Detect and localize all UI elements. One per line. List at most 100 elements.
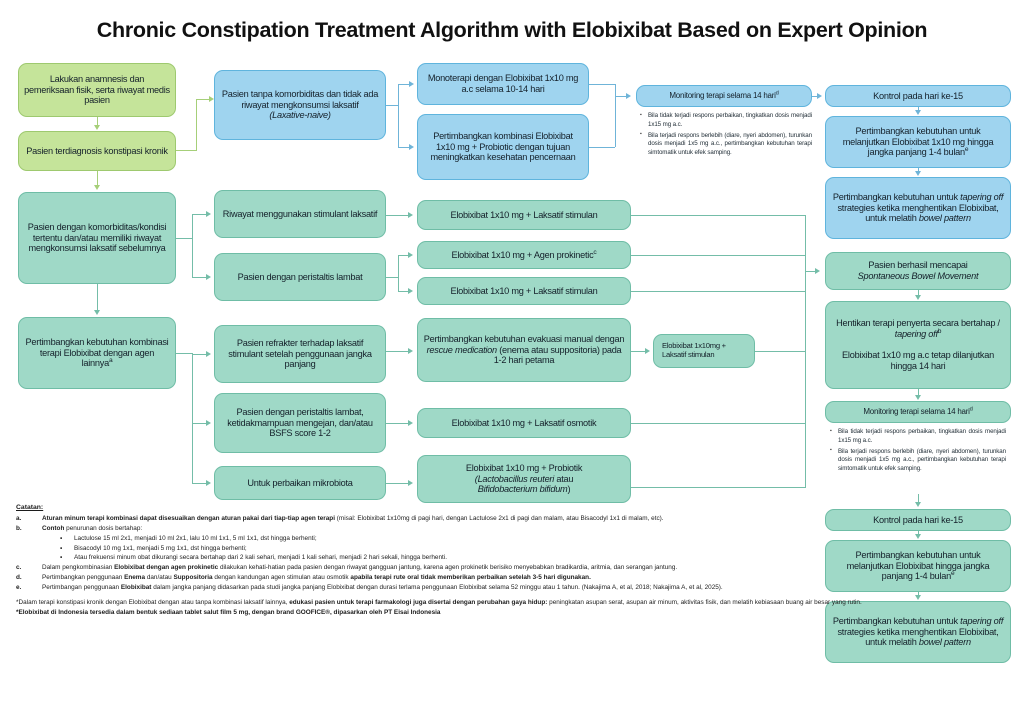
node-stop-adjunct-therapy: Hentikan terapi penyerta secara bertahap… xyxy=(825,301,1011,389)
connector-monitoring-to-kontrol-top xyxy=(812,96,817,97)
footnote-key: d. xyxy=(16,574,22,582)
arrow-to-history-stimulant xyxy=(206,210,211,217)
node-lanjutkan-bottom: Pertimbangkan kebutuhan untuk melanjutka… xyxy=(825,540,1011,592)
connector-mono-right xyxy=(589,84,615,85)
connector-diagnosis-to-naive xyxy=(196,99,210,100)
node-tapering-bottom: Pertimbangkan kebutuhan untuk tapering o… xyxy=(825,601,1011,663)
node-monitoring-bottom-title: Monitoring terapi selama 14 harid xyxy=(825,401,1011,423)
footnote-key: a. xyxy=(16,515,22,523)
footnote-item-c: c. Dalam pengkombinasian Elobixibat deng… xyxy=(16,563,1011,572)
monitoring-bullet: Bila terjadi respons berlebih (diare, ny… xyxy=(640,131,812,158)
arrow-to-bsfs xyxy=(206,419,211,426)
arrow-to-slow-peristalsis xyxy=(206,273,211,280)
connector-naive-out xyxy=(386,105,398,106)
connector-to-prokinetic xyxy=(398,255,409,256)
connector-lanjutkan-to-tapering-bottom xyxy=(918,592,919,596)
arrow-refractory-to-evac xyxy=(408,347,413,354)
node-rx-stimulant-laxative-2: Elobixibat 1x10 mg + Laksatif stimulan xyxy=(417,277,631,305)
connector-slow-bus xyxy=(398,255,399,291)
node-tapering-bottom-label: Pertimbangkan kebutuhan untuk tapering o… xyxy=(832,615,1004,648)
footnote-subitem-text: Lactulose 15 ml 2x1, menjadi 10 ml 2x1, … xyxy=(74,534,317,542)
node-rx-small-stimulant-label: Elobixibat 1x10mg + Laksatif stimulan xyxy=(662,341,726,359)
connector-to-microbiota xyxy=(192,483,207,484)
node-rx-stimulant-laxative-1: Elobixibat 1x10 mg + Laksatif stimulan xyxy=(417,200,631,230)
footnote-key: e. xyxy=(16,583,22,591)
arrow-diagnosis-comorbidity xyxy=(93,185,100,190)
connector-bus-to-monitoring xyxy=(615,96,627,97)
arrow-microbiota-to-probiotic xyxy=(408,479,413,486)
page-title: Chronic Constipation Treatment Algorithm… xyxy=(96,18,928,42)
node-rx-stimulant-laxative-2-label: Elobixibat 1x10 mg + Laksatif stimulan xyxy=(450,285,598,296)
arrow-bus-to-sbm xyxy=(815,267,820,274)
connector-kontrol-to-lanjutkan-top xyxy=(918,107,919,111)
arrow-comorbidity-combination xyxy=(93,310,100,315)
connector-col3-bus xyxy=(615,84,616,147)
node-lanjutkan-top-label: Pertimbangkan kebutuhan untuk melanjutka… xyxy=(842,125,994,158)
connector-to-history-stimulant xyxy=(192,214,207,215)
node-diagnosis-label: Pasien terdiagnosis konstipasi kronik xyxy=(26,145,168,156)
monitoring-bottom-bullets: Bila tidak terjadi respons perbaikan, ti… xyxy=(828,428,1008,476)
node-laxative-naive: Pasien tanpa komorbiditas dan tidak ada … xyxy=(214,70,386,140)
connector-to-slow-peristalsis xyxy=(192,277,207,278)
connector-bullets-to-kontrol-bottom xyxy=(918,494,919,502)
node-rx-stimulant-laxative-1-label: Elobixibat 1x10 mg + Laksatif stimulan xyxy=(450,209,598,220)
connector-lanjutkan-to-tapering-top xyxy=(918,168,919,172)
node-rx-small-stimulant: Elobixibat 1x10mg + Laksatif stimulan xyxy=(653,334,755,368)
bullet-icon: ▪ xyxy=(60,544,63,552)
node-slow-peristalsis-bsfs-label: Pasien dengan peristaltis lambat, ketida… xyxy=(227,406,373,439)
footnotes-header: Catatan: xyxy=(16,504,44,511)
footnote-subitem-text: Bisacodyl 10 mg 1x1, menjadi 5 mg 1x1, d… xyxy=(74,544,247,552)
node-tapering-top-label: Pertimbangkan kebutuhan untuk tapering o… xyxy=(832,191,1004,224)
monitoring-top-bullets: Bila tidak terjadi respons perbaikan, ti… xyxy=(638,112,814,160)
monitoring-bullet: Bila tidak terjadi respons perbaikan, ti… xyxy=(830,428,1006,446)
node-stop-adjunct-therapy-label: Hentikan terapi penyerta secara bertahap… xyxy=(836,317,1000,372)
node-comorbidity: Pasien dengan komorbiditas/kondisi terte… xyxy=(18,192,176,284)
connector-stimulant2-to-bus xyxy=(631,291,806,292)
node-rx-osmotic-laxative: Elobixibat 1x10 mg + Laksatif osmotik xyxy=(417,408,631,438)
node-rx-manual-evacuation: Pertimbangkan kebutuhan evakuasi manual … xyxy=(417,318,631,382)
node-sbm: Pasien berhasil mencapai Spontaneous Bow… xyxy=(825,252,1011,290)
connector-bsfs-to-osmotic xyxy=(386,423,409,424)
node-lanjutkan-top: Pertimbangkan kebutuhan untuk melanjutka… xyxy=(825,116,1011,168)
footer-line-2: *Elobixibat di Indonesia tersedia dalam … xyxy=(16,609,441,617)
connector-comorbidity-bus xyxy=(192,214,193,277)
connector-slow-out xyxy=(386,277,398,278)
node-rx-prokinetic: Elobixibat 1x10 mg + Agen prokineticc xyxy=(417,241,631,269)
footnote-text: Contoh penurunan dosis bertahap: xyxy=(42,525,143,533)
arrow-to-combination-probiotic xyxy=(409,143,414,150)
connector-prokinetic-to-bus xyxy=(631,255,806,256)
connector-comorbidity-combination xyxy=(97,284,98,311)
footnote-subitem: ▪ Lactulose 15 ml 2x1, menjadi 10 ml 2x1,… xyxy=(60,534,1011,543)
connector-probio-right xyxy=(589,147,615,148)
bullet-icon: ▪ xyxy=(60,534,63,542)
arrow-diagnosis-to-naive xyxy=(209,95,214,102)
arrow-evac-to-small xyxy=(645,347,650,354)
footnote-item-e: e. Pertimbangan penggunaan Elobixibat da… xyxy=(16,583,1011,592)
node-slow-peristalsis-label: Pasien dengan peristaltis lambat xyxy=(237,271,363,282)
node-slow-peristalsis-bsfs: Pasien dengan peristaltis lambat, ketida… xyxy=(214,393,386,453)
connector-bus-to-sbm xyxy=(805,271,816,272)
node-anamnesis-label: Lakukan anamnesis dan pemeriksaan fisik,… xyxy=(24,73,170,106)
footnote-subitem-text: Atau frekuensi minum obat dikurangi seca… xyxy=(74,554,447,562)
footnote-key: b. xyxy=(16,525,22,533)
connector-comorbidity-out xyxy=(176,238,192,239)
connector-to-refractory xyxy=(192,354,207,355)
node-rx-manual-evacuation-label: Pertimbangkan kebutuhan evakuasi manual … xyxy=(423,333,625,366)
arrow-to-refractory xyxy=(206,350,211,357)
arrow-kontrol-to-lanjutkan-bottom xyxy=(914,534,921,539)
arrow-anamnesis-diagnosis xyxy=(93,125,100,130)
arrow-to-microbiota xyxy=(206,479,211,486)
arrow-to-monotherapy xyxy=(409,80,414,87)
arrow-stop-to-monitoring-bottom xyxy=(914,395,921,400)
node-microbiota: Untuk perbaikan mikrobiota xyxy=(214,466,386,500)
connector-to-combination-probiotic xyxy=(398,147,410,148)
connector-osmotic-to-bus xyxy=(631,423,806,424)
footnote-item-b: b. Contoh penurunan dosis bertahap: xyxy=(16,524,1011,533)
footnote-item-d: d. Pertimbangkan penggunaan Enema dan/at… xyxy=(16,573,1011,582)
connector-sbm-to-stop xyxy=(918,290,919,295)
node-kontrol-15-top: Kontrol pada hari ke-15 xyxy=(825,85,1011,107)
connector-to-bsfs xyxy=(192,423,207,424)
arrow-to-prokinetic xyxy=(408,251,413,258)
connector-to-stimulant2 xyxy=(398,291,409,292)
